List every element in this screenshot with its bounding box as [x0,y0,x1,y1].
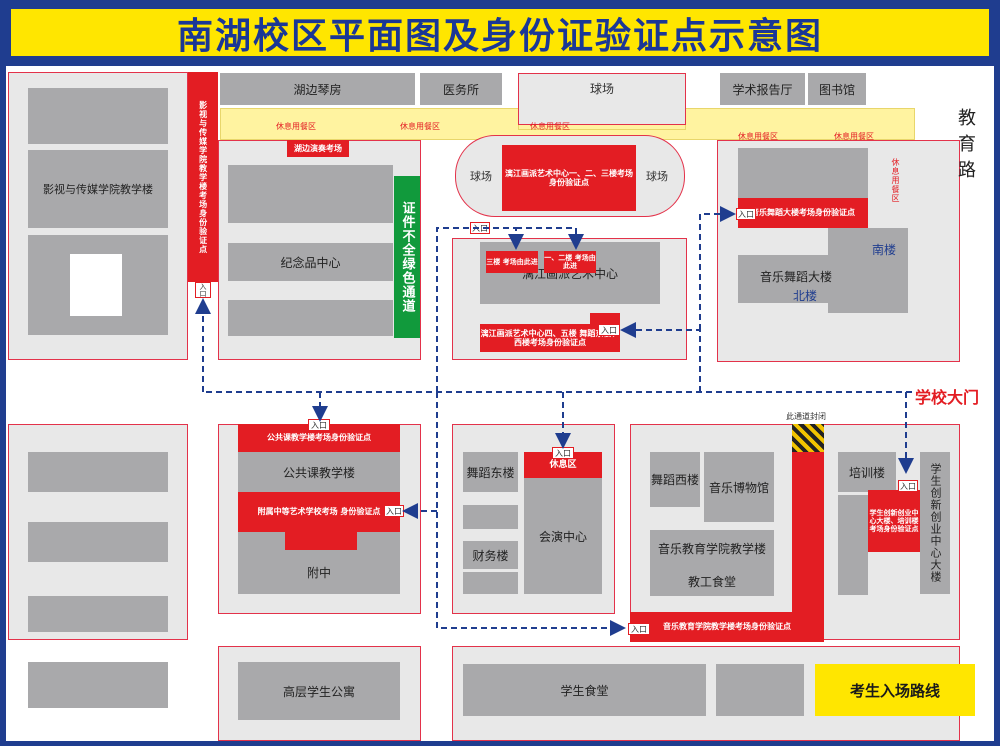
building-concert: 会演中心 [524,478,602,594]
legend-label: 考生入场路线 [849,681,940,700]
entrance-music-dance[interactable]: 入口 [736,208,756,220]
checkpoint-lijiang-45-tab [590,313,620,327]
building-sw-2 [28,522,168,562]
building-dance-east: 舞蹈东楼 [463,452,518,492]
building-public-course: 公共课教学楼 [238,452,400,492]
building-training: 培训楼 [838,452,896,492]
label-track-west: 球场 [470,170,492,183]
building-sw-4 [28,662,168,708]
building-finance-b [463,572,518,594]
label-north-field: 球场 [589,82,614,96]
building-staff-canteen: 教工食堂 [650,566,774,596]
title-banner: 南湖校区平面图及身份证验证点示意图 [8,6,992,59]
building-sw-1 [28,452,168,492]
building-music-dance [738,255,878,303]
label-music-dance: 音乐舞蹈大楼 [760,270,833,284]
building-innovation: 学生创新创业中心大楼 [920,452,950,594]
entrance-lijiang-north[interactable]: 入口 [470,222,490,234]
rest-label-4: 休息用餐区 [738,132,778,141]
label-track-east: 球场 [646,170,668,183]
building-training-b [838,495,868,595]
building-clinic: 医务所 [420,73,502,105]
legend-box: 考生入场路线 [815,664,975,716]
checkpoint-lijiang-45: 漓江画派艺术中心四、五楼 舞蹈东楼、西楼考场身份验证点 [480,324,620,352]
building-finance: 财务楼 [463,541,518,569]
building-souvenir-c [228,300,393,336]
rest-label-3: 休息用餐区 [530,122,570,131]
route-floor12 [516,227,584,250]
courtyard [70,254,122,316]
rest-label-6: 休息用餐区 [891,158,900,203]
rest-label-5: 休息用餐区 [834,132,874,141]
route-west-drop [436,392,626,636]
checkpoint-affiliated-tab [285,532,357,550]
route-music-dance [699,206,736,330]
building-affiliated: 附中 [238,550,400,594]
label-north-bldg: 北楼 [793,289,818,303]
checkpoint-innovation: 学生创新创业中心大楼、培训楼 考场身份验证点 [868,490,920,552]
building-dance-east-b [463,505,518,529]
building-film-school: 影视与传媒学院教学楼 [28,150,168,228]
entrance-lijiang-45[interactable]: 入口 [598,324,620,336]
label-south-bldg: 南楼 [872,243,897,257]
building-dance-west: 舞蹈西楼 [650,452,700,507]
route-up-lijiang [436,227,524,392]
building-sw-3 [28,596,168,632]
page-title: 南湖校区平面图及身份证验证点示意图 [176,14,823,57]
checkpoint-music-dance: 音乐舞蹈大楼考场身份验证点 [738,198,868,228]
entrance-music-edu[interactable]: 入口 [628,623,650,635]
checkpoint-floor3: 三楼 考场由此进 [486,251,538,273]
checkpoint-music-edu: 音乐教育学院教学楼考场身份验证点 [630,612,824,642]
building-music-museum: 音乐博物馆 [704,452,774,522]
checkpoint-affiliated: 附属中等艺术学校考场 身份验证点 [238,492,400,532]
route-lijiang-45 [620,322,701,392]
entrance-affiliated[interactable]: 入口 [384,505,404,517]
building-hubian-qinfang: 湖边琴房 [220,73,415,105]
building-lecture-hall: 学术报告厅 [720,73,805,105]
entrance-innovation[interactable]: 入口 [898,480,918,492]
rest-label-1: 休息用餐区 [276,122,316,131]
checkpoint-lijiang-123: 漓江画派艺术中心一、二、三楼考场身份验证点 [502,145,636,211]
closed-passage-label: 此通道封闭 [786,412,826,421]
building-student-canteen: 学生食堂 [463,664,706,716]
rest-label-2: 休息用餐区 [400,122,440,131]
entrance-film[interactable]: 入口 [195,282,211,298]
building-souvenir-a [228,165,393,223]
checkpoint-lakeside: 湖边演奏考场 [287,140,349,157]
building-music-edu: 音乐教育学院教学楼 [650,530,774,566]
building-souvenir: 纪念品中心 [228,243,393,281]
school-gate-label: 学校大门 [915,388,980,407]
road-east-label: 教育路 [955,108,976,186]
building-canteen-annex [716,664,804,716]
green-lane[interactable]: 证件不全绿色通道 [394,176,420,338]
block-north-field [518,73,686,125]
checkpoint-floor12: 一、二楼 考场由此进 [544,251,596,273]
closed-passage-hatch [792,424,824,452]
building-dorm: 高层学生公寓 [238,662,400,720]
checkpoint-film: 影视与传媒学院教学楼考场身份验证点 [188,72,218,282]
music-edu-red-lane [792,452,824,612]
building-film-north [28,88,168,144]
building-library: 图书馆 [808,73,866,105]
